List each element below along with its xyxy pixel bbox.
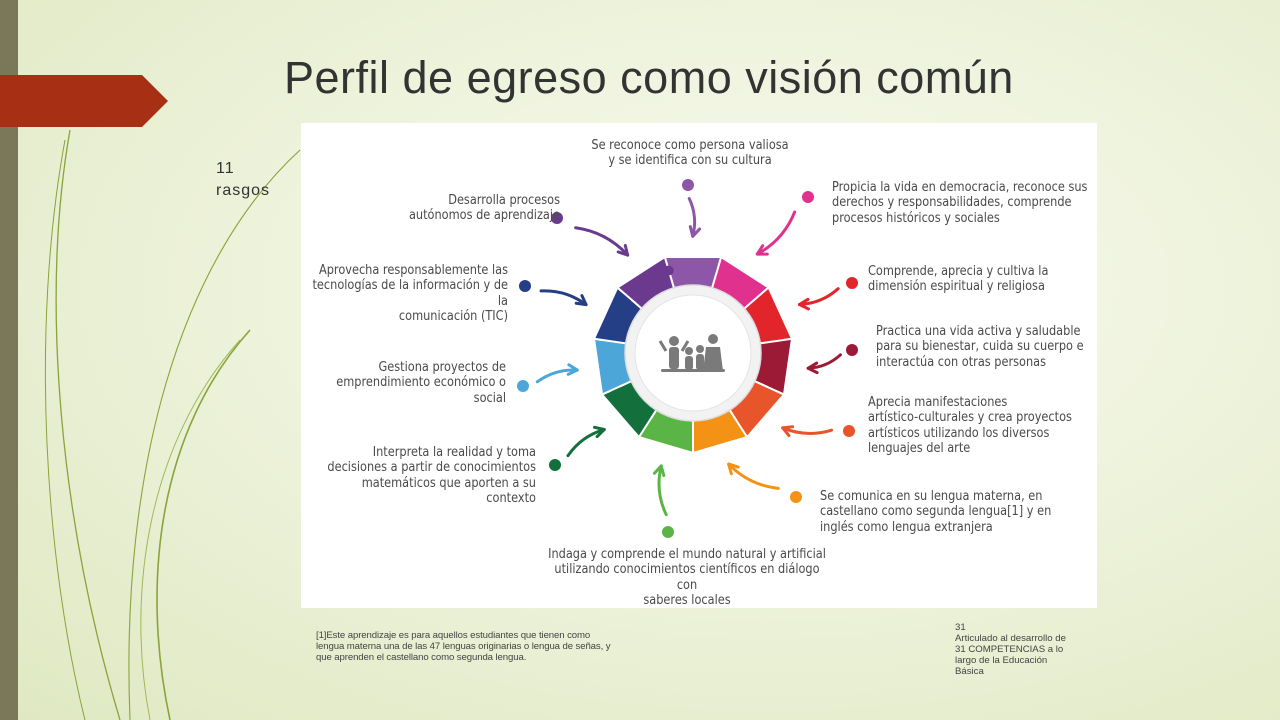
trait-dot-9 xyxy=(517,380,529,392)
trait-label-1: Se reconoce como persona valiosa y se id… xyxy=(591,138,789,169)
trait-label-9: Gestiona proyectos de emprendimiento eco… xyxy=(336,360,506,406)
trait-arrowhead-2 xyxy=(755,244,769,256)
trait-arrow-8 xyxy=(566,428,606,458)
slide-title: Perfil de egreso como visión común xyxy=(284,52,1014,103)
trait-dot-5 xyxy=(843,425,855,437)
trait-label-5: Aprecia manifestaciones artístico-cultur… xyxy=(868,395,1072,457)
title-accent-tab xyxy=(0,75,168,127)
puzzle-knob-11 xyxy=(663,265,674,276)
trait-dot-11 xyxy=(551,212,563,224)
trait-arrow-10 xyxy=(539,289,588,307)
trait-arrow-9 xyxy=(535,368,579,384)
trait-wheel xyxy=(517,179,858,538)
trait-dot-6 xyxy=(790,491,802,503)
trait-arrow-5 xyxy=(781,426,834,435)
decorative-curves xyxy=(44,129,301,720)
trait-arrowhead-5 xyxy=(781,425,795,438)
trait-dot-8 xyxy=(549,459,561,471)
trait-arrow-7 xyxy=(657,464,668,517)
trait-arrow-3 xyxy=(797,287,840,307)
trait-arrow-2 xyxy=(755,210,797,256)
trait-arrowhead-8 xyxy=(592,425,606,439)
diagram-panel xyxy=(301,123,1097,608)
trait-dot-1 xyxy=(682,179,694,191)
footnote: [1]Este aprendizaje es para aquellos est… xyxy=(316,630,611,663)
trait-arrowhead-11 xyxy=(616,243,630,257)
trait-arrowhead-9 xyxy=(566,363,579,376)
trait-label-3: Comprende, aprecia y cultiva la dimensió… xyxy=(868,264,1049,295)
trait-arrowhead-1 xyxy=(688,225,702,238)
trait-arrowhead-7 xyxy=(652,464,666,478)
trait-arrow-11 xyxy=(574,226,630,257)
trait-arrow-6 xyxy=(727,462,780,490)
trait-arrowhead-3 xyxy=(797,297,810,311)
trait-arrowhead-4 xyxy=(806,361,819,375)
trait-label-6: Se comunica en su lengua materna, en cas… xyxy=(820,489,1052,535)
left-accent-bar xyxy=(0,0,18,720)
trait-label-4: Practica una vida activa y saludable par… xyxy=(876,324,1084,370)
trait-label-11: Desarrolla procesos autónomos de aprendi… xyxy=(408,193,560,224)
side-label: 11 rasgos xyxy=(216,160,271,199)
trait-label-10: Aprovecha responsablemente las tecnologí… xyxy=(312,263,508,325)
trait-dot-7 xyxy=(662,526,674,538)
trait-dot-10 xyxy=(519,280,531,292)
trait-label-2: Propicia la vida en democracia, reconoce… xyxy=(832,180,1088,226)
trait-label-7: Indaga y comprende el mundo natural y ar… xyxy=(548,547,826,609)
slide-note: 31 Articulado al desarrollo de 31 COMPET… xyxy=(955,622,1066,677)
trait-label-8: Interpreta la realidad y toma decisiones… xyxy=(327,445,536,507)
family-icon xyxy=(658,334,725,372)
trait-arrowhead-10 xyxy=(574,294,588,307)
trait-dot-3 xyxy=(846,277,858,289)
trait-dot-2 xyxy=(802,191,814,203)
trait-arrowhead-6 xyxy=(727,462,740,476)
trait-dot-4 xyxy=(846,344,858,356)
